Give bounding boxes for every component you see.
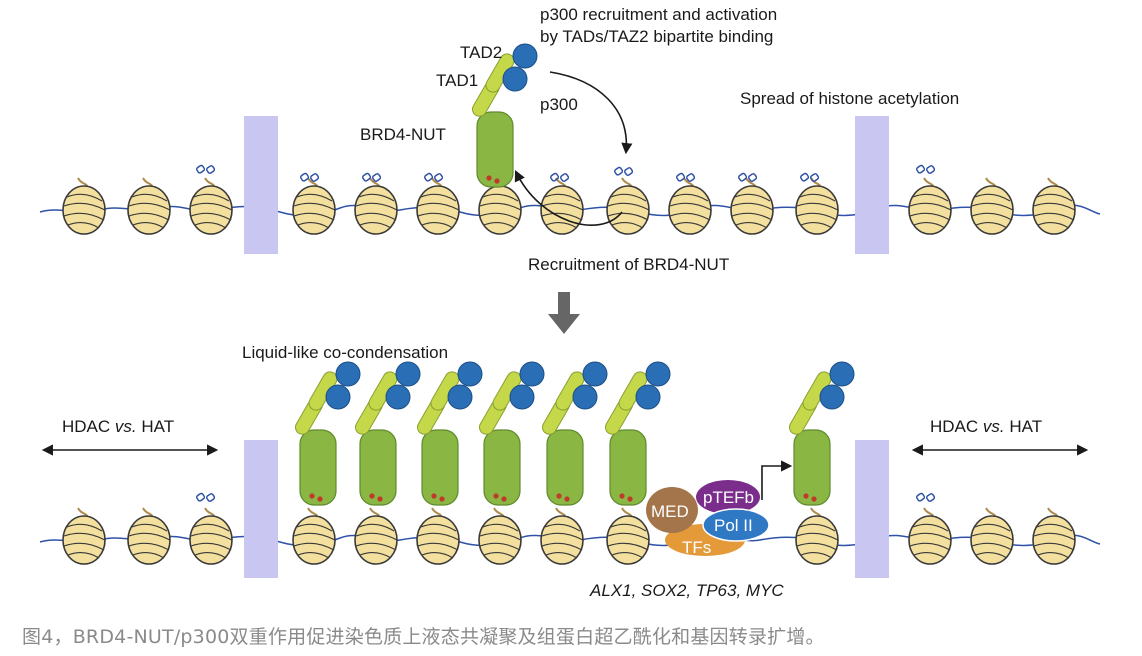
label-hdac-left: HDAC <box>62 417 115 436</box>
label-recruitment-brd4-nut: Recruitment of BRD4-NUT <box>528 255 729 274</box>
label-p300-recruitment-line1: p300 recruitment and activation <box>540 5 777 24</box>
brd4-nut-p300-complex-active <box>786 361 855 506</box>
label-pol2: Pol II <box>714 516 753 535</box>
transcription-start-arrow <box>761 460 793 500</box>
pol2-blob <box>702 508 770 542</box>
boundary-element-bottom-left <box>244 440 278 578</box>
boundary-element-top-right <box>855 116 889 254</box>
label-hat-right: HAT <box>1005 417 1042 436</box>
label-spread-acetylation: Spread of histone acetylation <box>740 89 959 108</box>
label-liquid-condensation: Liquid-like co-condensation <box>242 343 448 362</box>
figure-caption: 图4，BRD4-NUT/p300双重作用促进染色质上液态共凝聚及组蛋白超乙酰化和… <box>22 626 825 648</box>
p300-recruitment-arrow <box>549 71 633 155</box>
hdac-vs-hat-right: HDAC vs. HAT <box>911 417 1089 456</box>
ptefb-blob <box>696 480 760 514</box>
boundary-element-top-left <box>244 116 278 254</box>
svg-text:HDAC vs. HAT: HDAC vs. HAT <box>62 417 174 436</box>
brd4-recruitment-arrow <box>514 169 623 226</box>
label-tad2: TAD2 <box>460 43 502 62</box>
hdac-vs-hat-left: HDAC vs. HAT <box>41 417 219 456</box>
label-tfs: TFs <box>682 538 711 557</box>
boundary-element-bottom-right <box>855 440 889 578</box>
med-blob <box>646 487 698 533</box>
condensed-brd4-nut-p300-complexes <box>292 361 671 506</box>
label-vs-right: vs. <box>983 417 1005 436</box>
label-ptefb: pTEFb <box>703 488 754 507</box>
acetylation-marks-top <box>195 163 936 183</box>
label-vs-left: vs. <box>115 417 137 436</box>
label-brd4-nut-top: BRD4-NUT <box>360 125 446 144</box>
label-target-genes: ALX1, SOX2, TP63, MYC <box>589 581 784 600</box>
label-hdac-right: HDAC <box>930 417 983 436</box>
transcription-machinery: MED pTEFb Pol II TFs <box>646 460 793 557</box>
nucleosomes-top <box>62 177 1076 235</box>
svg-text:HDAC vs. HAT: HDAC vs. HAT <box>930 417 1042 436</box>
label-hat-left: HAT <box>137 417 174 436</box>
label-p300-recruitment-line2: by TADs/TAZ2 bipartite binding <box>540 27 773 46</box>
top-panel: p300 recruitment and activation by TADs/… <box>39 5 1101 274</box>
brd4-nut-p300-complex-top <box>469 43 538 188</box>
transition-arrow <box>548 292 580 334</box>
label-tad1: TAD1 <box>436 71 478 90</box>
label-p300: p300 <box>540 95 578 114</box>
bottom-panel: MED pTEFb Pol II TFs HDAC vs. HAT HDAC v… <box>39 343 1101 600</box>
nucleosomes-bottom <box>62 507 1076 565</box>
label-med: MED <box>651 502 689 521</box>
